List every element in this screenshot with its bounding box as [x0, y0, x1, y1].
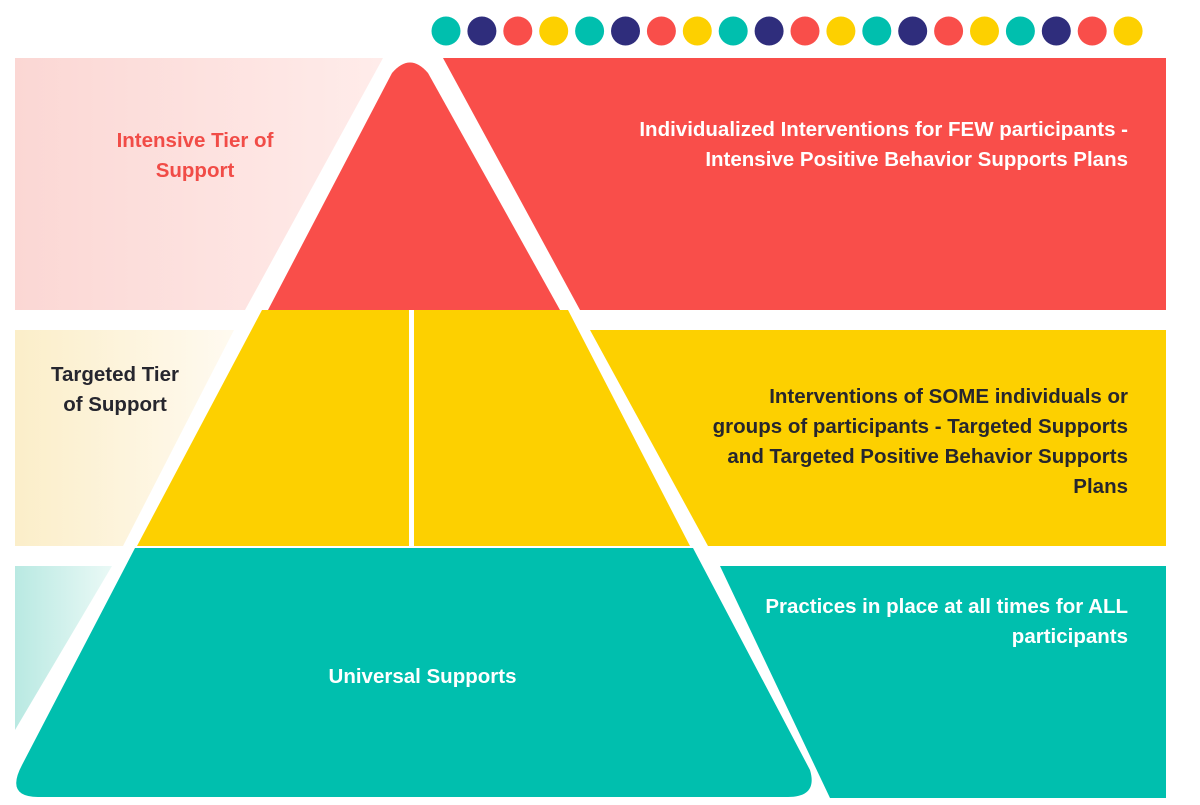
- decorative-dot: [898, 16, 928, 46]
- intensive-label-panel: [15, 58, 383, 310]
- targeted-tier-description: Interventions of SOME individuals or gro…: [712, 385, 1128, 498]
- decorative-dot: [862, 16, 892, 46]
- intensive-desc-panel: [443, 58, 1166, 310]
- universal-tier-label: Universal Supports: [328, 665, 517, 688]
- universal-tier-description: Practices in place at all times for ALL …: [765, 595, 1128, 648]
- decorative-dot: [431, 16, 461, 46]
- decorative-dot: [1041, 16, 1071, 46]
- decorative-dot: [539, 16, 569, 46]
- decorative-dot: [1005, 16, 1035, 46]
- intensive-tier-description: Individualized Interventions for FEW par…: [639, 118, 1128, 171]
- decorative-dot: [575, 16, 605, 46]
- targeted-desc-panel: [590, 330, 1166, 546]
- decorative-dot: [826, 16, 856, 46]
- pyramid-bottom-tier: [16, 548, 812, 797]
- decorative-dot: [970, 16, 999, 46]
- universal-desc-panel: [720, 566, 1166, 798]
- middle-tier-divider: [409, 310, 414, 546]
- targeted-tier-label: Targeted Tier of Support: [51, 363, 179, 416]
- decorative-dot: [754, 16, 784, 46]
- decorative-dot: [934, 16, 964, 46]
- decorative-dot: [503, 16, 533, 46]
- pyramid-top-tier: [268, 62, 560, 310]
- decorative-dot: [646, 16, 676, 46]
- decorative-dot: [790, 16, 820, 46]
- decorative-dot: [1077, 16, 1107, 46]
- decorative-dot: [467, 16, 497, 46]
- intensive-tier-label: Intensive Tier of Support: [116, 129, 274, 182]
- decorative-dot: [718, 16, 748, 46]
- decorative-dot: [611, 16, 640, 46]
- targeted-label-panel: [15, 330, 234, 546]
- universal-label-panel: [15, 566, 112, 730]
- decorative-dots-row: [431, 16, 1143, 46]
- decorative-dot: [1113, 16, 1143, 46]
- decorative-dot: [682, 16, 712, 46]
